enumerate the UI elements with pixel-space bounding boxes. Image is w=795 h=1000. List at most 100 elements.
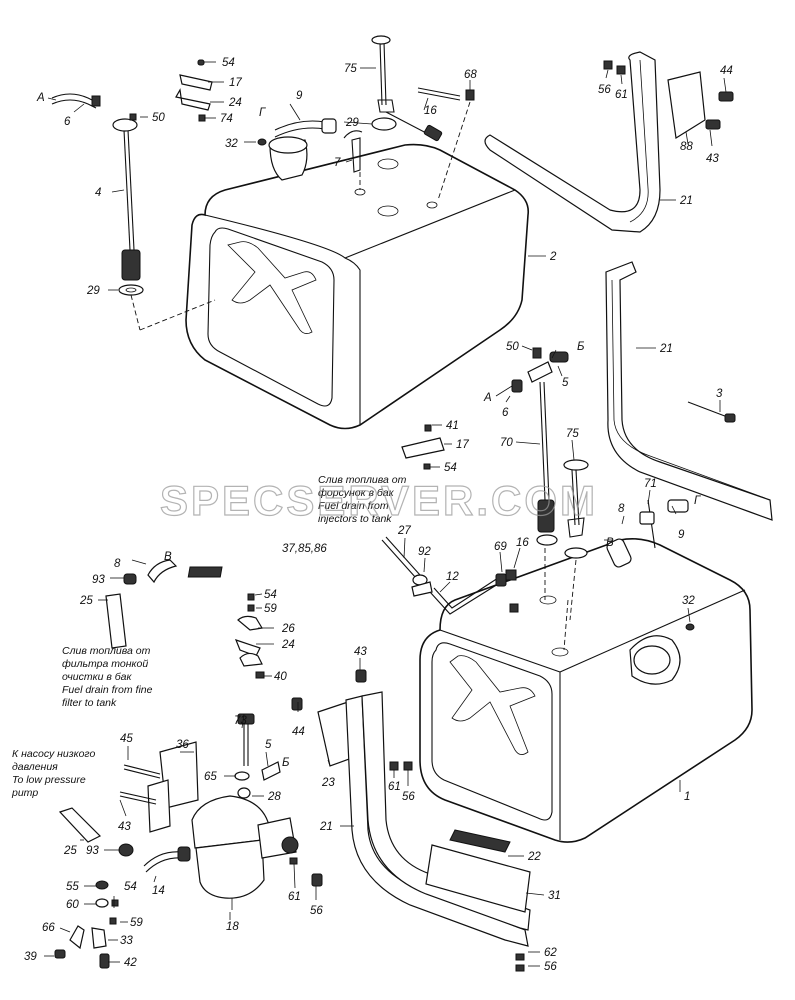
- callout: 37,85,86: [282, 543, 327, 555]
- callout: В: [606, 537, 614, 549]
- callout: 70: [500, 437, 513, 449]
- callout: 17: [456, 439, 469, 451]
- callout: 54: [124, 881, 137, 893]
- callout: 61: [388, 781, 401, 793]
- note-line: pump: [11, 787, 38, 799]
- callout: 43: [706, 153, 719, 165]
- callout: 75: [566, 428, 579, 440]
- callout: 21: [679, 195, 693, 207]
- callout: 73: [234, 715, 247, 727]
- callout: 59: [264, 603, 277, 615]
- callout: 54: [444, 462, 457, 474]
- note-line: To low pressure: [12, 774, 86, 786]
- callout: 74: [220, 113, 233, 125]
- leader-lines: [44, 61, 727, 967]
- callout: 32: [682, 595, 695, 607]
- callout: 44: [292, 726, 305, 738]
- callout: 8: [114, 558, 121, 570]
- callout: 60: [66, 899, 79, 911]
- callout: 8: [618, 503, 625, 515]
- callout: 44: [720, 65, 733, 77]
- callout: 65: [204, 771, 217, 783]
- note-line: Слив топлива от: [62, 645, 151, 657]
- callout: 21: [659, 343, 673, 355]
- callout: 56: [310, 905, 323, 917]
- callout: 39: [24, 951, 37, 963]
- callout: 41: [446, 420, 459, 432]
- callout: 27: [397, 525, 411, 537]
- callout: 43: [118, 821, 131, 833]
- callout: 61: [615, 89, 628, 101]
- note-line: фильтра тонкой: [62, 658, 148, 670]
- callout: 16: [424, 105, 437, 117]
- middle-right-bracket: [605, 261, 773, 521]
- callout: 3: [716, 388, 723, 400]
- callout: 7: [334, 157, 341, 169]
- callout: 5: [562, 377, 569, 389]
- note-drain-injectors: Слив топлива от форсунок в бак Fuel drai…: [318, 474, 407, 525]
- note-line: форсунок в бак: [318, 487, 395, 499]
- callout: 28: [267, 791, 281, 803]
- callout: 50: [506, 341, 519, 353]
- note-line: К насосу низкого: [12, 748, 95, 760]
- callout: Г: [694, 495, 701, 507]
- callout: 93: [86, 845, 99, 857]
- callout: 75: [344, 63, 357, 75]
- callout: 25: [63, 845, 77, 857]
- callout: 62: [544, 947, 557, 959]
- callout: 6: [64, 116, 71, 128]
- callout-labels: 54 17 24 74 50 А 6 9 Г 75 68 16 29 32 7 …: [24, 57, 733, 973]
- callout: 21: [319, 821, 333, 833]
- callout: 45: [120, 733, 133, 745]
- callout: 6: [502, 407, 509, 419]
- callout: 71: [644, 478, 657, 490]
- note-low-pressure-pump: К насосу низкого давления To low pressur…: [11, 748, 95, 799]
- callout: 16: [516, 537, 529, 549]
- lower-tank-attachments: [187, 347, 689, 651]
- callout: 56: [544, 961, 557, 973]
- callout: 2: [549, 251, 557, 263]
- callout: 17: [229, 77, 242, 89]
- callout: 43: [354, 646, 367, 658]
- callout: Б: [282, 757, 290, 769]
- callout: 40: [274, 671, 287, 683]
- callout: 12: [446, 571, 459, 583]
- note-line: давления: [12, 761, 58, 773]
- note-line: очистки в бак: [62, 671, 132, 683]
- watermark: SPECSERVER.COM: [160, 477, 598, 524]
- callout: 18: [226, 921, 239, 933]
- callout: 92: [418, 546, 431, 558]
- callout: 93: [92, 574, 105, 586]
- callout: 25: [79, 595, 93, 607]
- lower-fuel-tank: [419, 538, 753, 843]
- callout: 59: [130, 917, 143, 929]
- note-line: injectors to tank: [318, 513, 392, 525]
- callout: 55: [66, 881, 79, 893]
- callout: 5: [265, 739, 272, 751]
- callout: 66: [42, 922, 55, 934]
- callout: 88: [680, 141, 693, 153]
- callout: 22: [527, 851, 541, 863]
- callout: 9: [296, 90, 303, 102]
- callout: 42: [124, 957, 137, 969]
- callout: В: [164, 551, 172, 563]
- callout: 54: [222, 57, 235, 69]
- callout: 56: [402, 791, 415, 803]
- note-drain-fine-filter: Слив топлива от фильтра тонкой очистки в…: [62, 645, 153, 709]
- callout: 29: [86, 285, 100, 297]
- note-line: Fuel drain from fine: [62, 684, 153, 696]
- callout: 32: [225, 138, 238, 150]
- callout: 36: [176, 739, 189, 751]
- upper-fuel-tank: [139, 143, 530, 430]
- callout: 23: [321, 777, 335, 789]
- callout: 50: [152, 112, 165, 124]
- callout: 68: [464, 69, 477, 81]
- callout: 61: [288, 891, 301, 903]
- callout: 9: [678, 529, 685, 541]
- callout: 24: [281, 639, 295, 651]
- upper-tank-bracket: [484, 51, 734, 233]
- callout: 24: [228, 97, 242, 109]
- note-line: Fuel drain from: [318, 500, 389, 512]
- upper-tank-attachments: [51, 35, 475, 331]
